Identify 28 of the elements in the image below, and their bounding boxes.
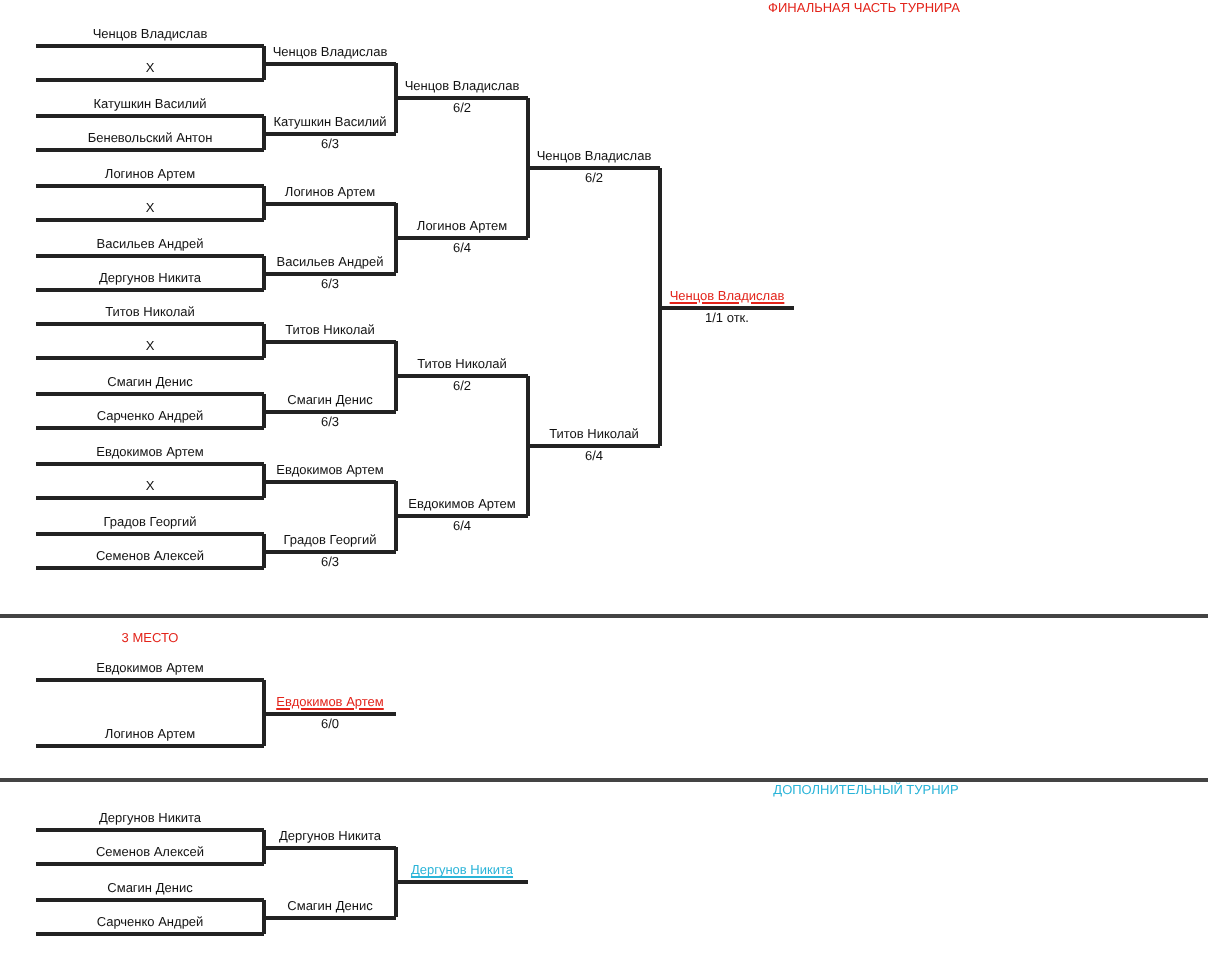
bracket-connector <box>262 392 266 413</box>
bracket-connector <box>262 711 266 748</box>
bracket-connector <box>262 184 266 205</box>
bracket-connector <box>262 678 266 715</box>
bracket-connector <box>526 96 530 170</box>
bracket-connector <box>658 166 662 309</box>
bracket-connector <box>526 444 530 518</box>
bracket-connector <box>394 845 398 884</box>
bracket-connector <box>394 201 398 240</box>
bracket-connector <box>394 339 398 378</box>
bracket-connector <box>394 514 398 553</box>
bracket-connector <box>262 322 266 343</box>
bracket-connector <box>262 462 266 483</box>
bracket-connector <box>394 880 398 919</box>
bracket-connector <box>262 114 266 135</box>
bracket-connector <box>262 532 266 553</box>
bracket-connector <box>394 374 398 413</box>
bracket-connector <box>262 44 266 65</box>
bracket-connector <box>262 898 266 919</box>
bracket-connector <box>394 479 398 518</box>
bracket-connector <box>262 828 266 849</box>
bracket-connector <box>394 61 398 100</box>
bracket-connector <box>262 254 266 275</box>
bracket-connector <box>394 236 398 275</box>
bracket-connector <box>394 96 398 135</box>
bracket-connector <box>658 305 662 448</box>
bracket-connector <box>526 374 530 448</box>
bracket-connector <box>526 166 530 240</box>
